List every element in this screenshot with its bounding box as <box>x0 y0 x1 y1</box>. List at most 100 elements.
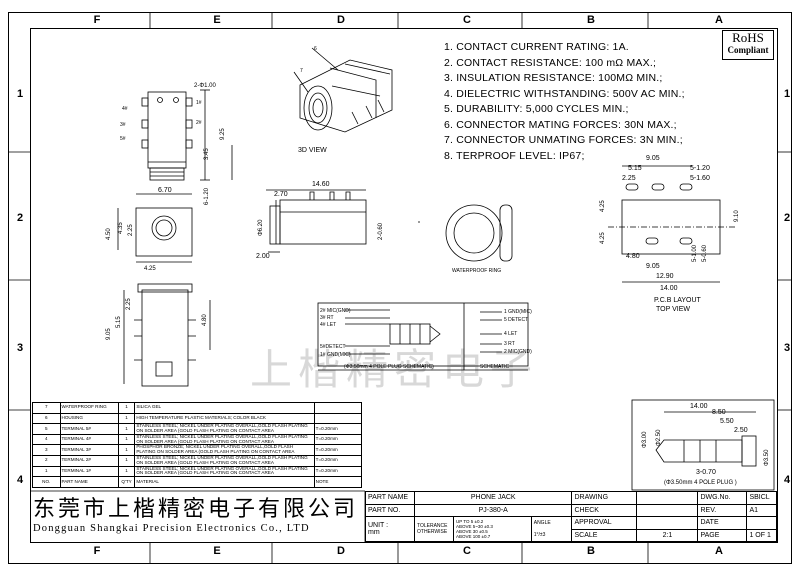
bom-no: 3 <box>32 444 61 456</box>
note-line: 7. CONNECTOR UNMATING FORCES: 3N MIN.; <box>444 134 683 146</box>
schematic-left-pin: 3# RT <box>320 315 334 321</box>
front-view-bottom <box>117 193 193 263</box>
tb-tolerance-table: UP TO 5 ±0.2 ABOVE 5~30 ±0.3 ABOVE 30 ±0… <box>453 516 532 542</box>
bom-part-name: HOUSING <box>59 412 119 425</box>
pcb-dim-5-160: 5-1.60 <box>690 175 710 182</box>
bom-material: STAINLESS STEEL; NICKEL UNDER PLATING OV… <box>134 465 315 478</box>
pin-label-3: 3# <box>120 122 126 128</box>
pcb-dim-5-060: 5-0.60 <box>702 244 708 262</box>
drawing-border <box>30 28 778 543</box>
bom-material: STAINLESS STEEL; NICKEL UNDER PLATING OV… <box>134 433 315 446</box>
tb-part-name-label: PART NAME <box>365 491 415 505</box>
dim-425: 4.25 <box>144 266 156 272</box>
plug-dim-300: Φ3.00 <box>642 431 648 448</box>
callout-7: 7 <box>300 68 303 74</box>
dim-345: 3.45 <box>204 148 210 160</box>
zone-col-b-top: B <box>587 14 595 26</box>
plug-dim-850: 8.50 <box>712 409 726 416</box>
zone-col-a-top: A <box>715 14 723 26</box>
bom-qty: 1 <box>117 444 136 456</box>
schematic-left-pin: 4# LET <box>320 322 336 328</box>
tb-tolerance-cell: TOLERANCE OTHERWISE <box>414 516 454 542</box>
schematic-drawing <box>317 302 529 371</box>
bom-note: T=0.20mm <box>313 444 363 456</box>
zone-col-c-bottom: C <box>463 545 471 557</box>
plug-dim-3-070: 3-0.70 <box>696 469 716 476</box>
note-line: 3. INSULATION RESISTANCE: 100MΩ MIN.; <box>444 72 663 84</box>
plug-dim-550: 5.50 <box>720 418 734 425</box>
schematic-left-pin: 5#DETECT <box>320 344 346 350</box>
tb-tol-row: ABOVE 100 <box>456 534 481 539</box>
pcb-dim-1400: 14.00 <box>660 285 678 292</box>
side-view <box>266 189 367 253</box>
front-view-top <box>141 89 233 181</box>
pcb-dim-5-100: 5-1.00 <box>692 244 698 262</box>
tb-dwg-no-label: DWG.No. <box>697 491 748 505</box>
zone-col-f-bottom: F <box>93 545 101 557</box>
tb-unit-label: UNIT : <box>368 522 389 529</box>
bom-no: NO. <box>32 476 61 488</box>
tb-unit: mm <box>368 529 380 536</box>
zone-col-d-bottom: D <box>337 545 345 557</box>
bom-part-name: TERMINAL 1# <box>59 465 119 478</box>
zone-row-3-left: 3 <box>16 342 24 354</box>
bom-qty: Q'TY <box>117 476 136 488</box>
pcb-dim-425-a: 4.25 <box>600 200 606 212</box>
tb-angle-val: 1°/±3 <box>533 532 546 538</box>
bom-material: PHOSPHOR BRONZE; NICKEL UNDER PLATING OV… <box>134 444 315 456</box>
pcb-dim-480: 4.80 <box>626 253 640 260</box>
dim-225-b: 2.25 <box>126 298 132 310</box>
bom-qty: 1 <box>117 465 136 478</box>
tb-part-no: PJ-380-A <box>413 503 573 517</box>
bom-material: STAINLESS STEEL; NICKEL UNDER PLATING OV… <box>134 423 315 435</box>
three-d-view-label: 3D VIEW <box>298 147 327 154</box>
zone-row-2-right: 2 <box>783 212 791 224</box>
company-block: 东莞市上楷精密电子有限公司 Dongguan Shangkai Precisio… <box>33 497 363 535</box>
dim-2-060: 2-0.60 <box>378 222 384 240</box>
drawing-frame <box>8 12 792 564</box>
bom-no: 5 <box>32 423 61 435</box>
tb-tol-val: ±0.5 <box>479 529 488 534</box>
schematic-label: SCHEMATIC <box>480 364 509 370</box>
bom-part-name: TERMINAL 4# <box>59 433 119 446</box>
tb-angle-cell: ANGLE 1°/±3 <box>530 516 573 542</box>
zone-col-e-bottom: E <box>213 545 221 557</box>
bom-part-name: PART NAME <box>59 476 119 488</box>
note-line: 2. CONTACT RESISTANCE: 100 mΩ MAX.; <box>444 56 657 69</box>
top-view-label: TOP VIEW <box>656 306 690 313</box>
bom-part-name: TERMINAL 2# <box>59 454 119 467</box>
pin-label-4: 4# <box>122 106 128 112</box>
dim-925: 9.25 <box>220 128 226 140</box>
plug-drawing <box>631 399 775 491</box>
tb-tol-row: ABOVE 5~30 <box>456 524 483 529</box>
bom-part-name: TERMINAL 3# <box>59 444 119 456</box>
pcb-dim-910: 9.10 <box>734 210 740 222</box>
bom-note <box>313 402 363 414</box>
schematic-right-pin: 1 GND(MIC) <box>504 309 532 315</box>
zone-row-1-left: 1 <box>16 88 24 100</box>
bom-material: STAINLESS STEEL; NICKEL UNDER PLATING OV… <box>134 454 315 467</box>
dim-480: 4.80 <box>202 314 208 326</box>
dim-435: 4.35 <box>118 222 124 234</box>
tb-page: 1 OF 1 <box>746 528 777 542</box>
rohs-title: RoHS <box>732 30 764 45</box>
bom-part-name: WATERPROOF RING <box>59 402 119 414</box>
watermark-text: 上楷精密电子 <box>250 345 539 394</box>
rohs-badge: RoHS Compliant <box>722 30 774 60</box>
dim-670: 6.70 <box>158 187 172 194</box>
schematic-right-pin: 3 RT <box>504 341 515 347</box>
zone-col-b-bottom: B <box>587 545 595 557</box>
pcb-dim-5-120: 5-1.20 <box>690 165 710 172</box>
tb-unit-cell: UNIT : mm <box>365 516 415 542</box>
note-line: 8. TERPROOF LEVEL: IP67; <box>444 149 585 162</box>
tb-tolerance-label: TOLERANCE <box>417 523 448 529</box>
dim-6-120: 6-1.20 <box>204 187 210 205</box>
tb-check-label: CHECK <box>571 503 638 517</box>
note-line: 4. DIELECTRIC WITHSTANDING: 500V AC MIN.… <box>444 87 685 100</box>
bom-no: 6 <box>32 412 61 425</box>
schematic-right-pin: 2 MIC(GND) <box>504 349 532 355</box>
